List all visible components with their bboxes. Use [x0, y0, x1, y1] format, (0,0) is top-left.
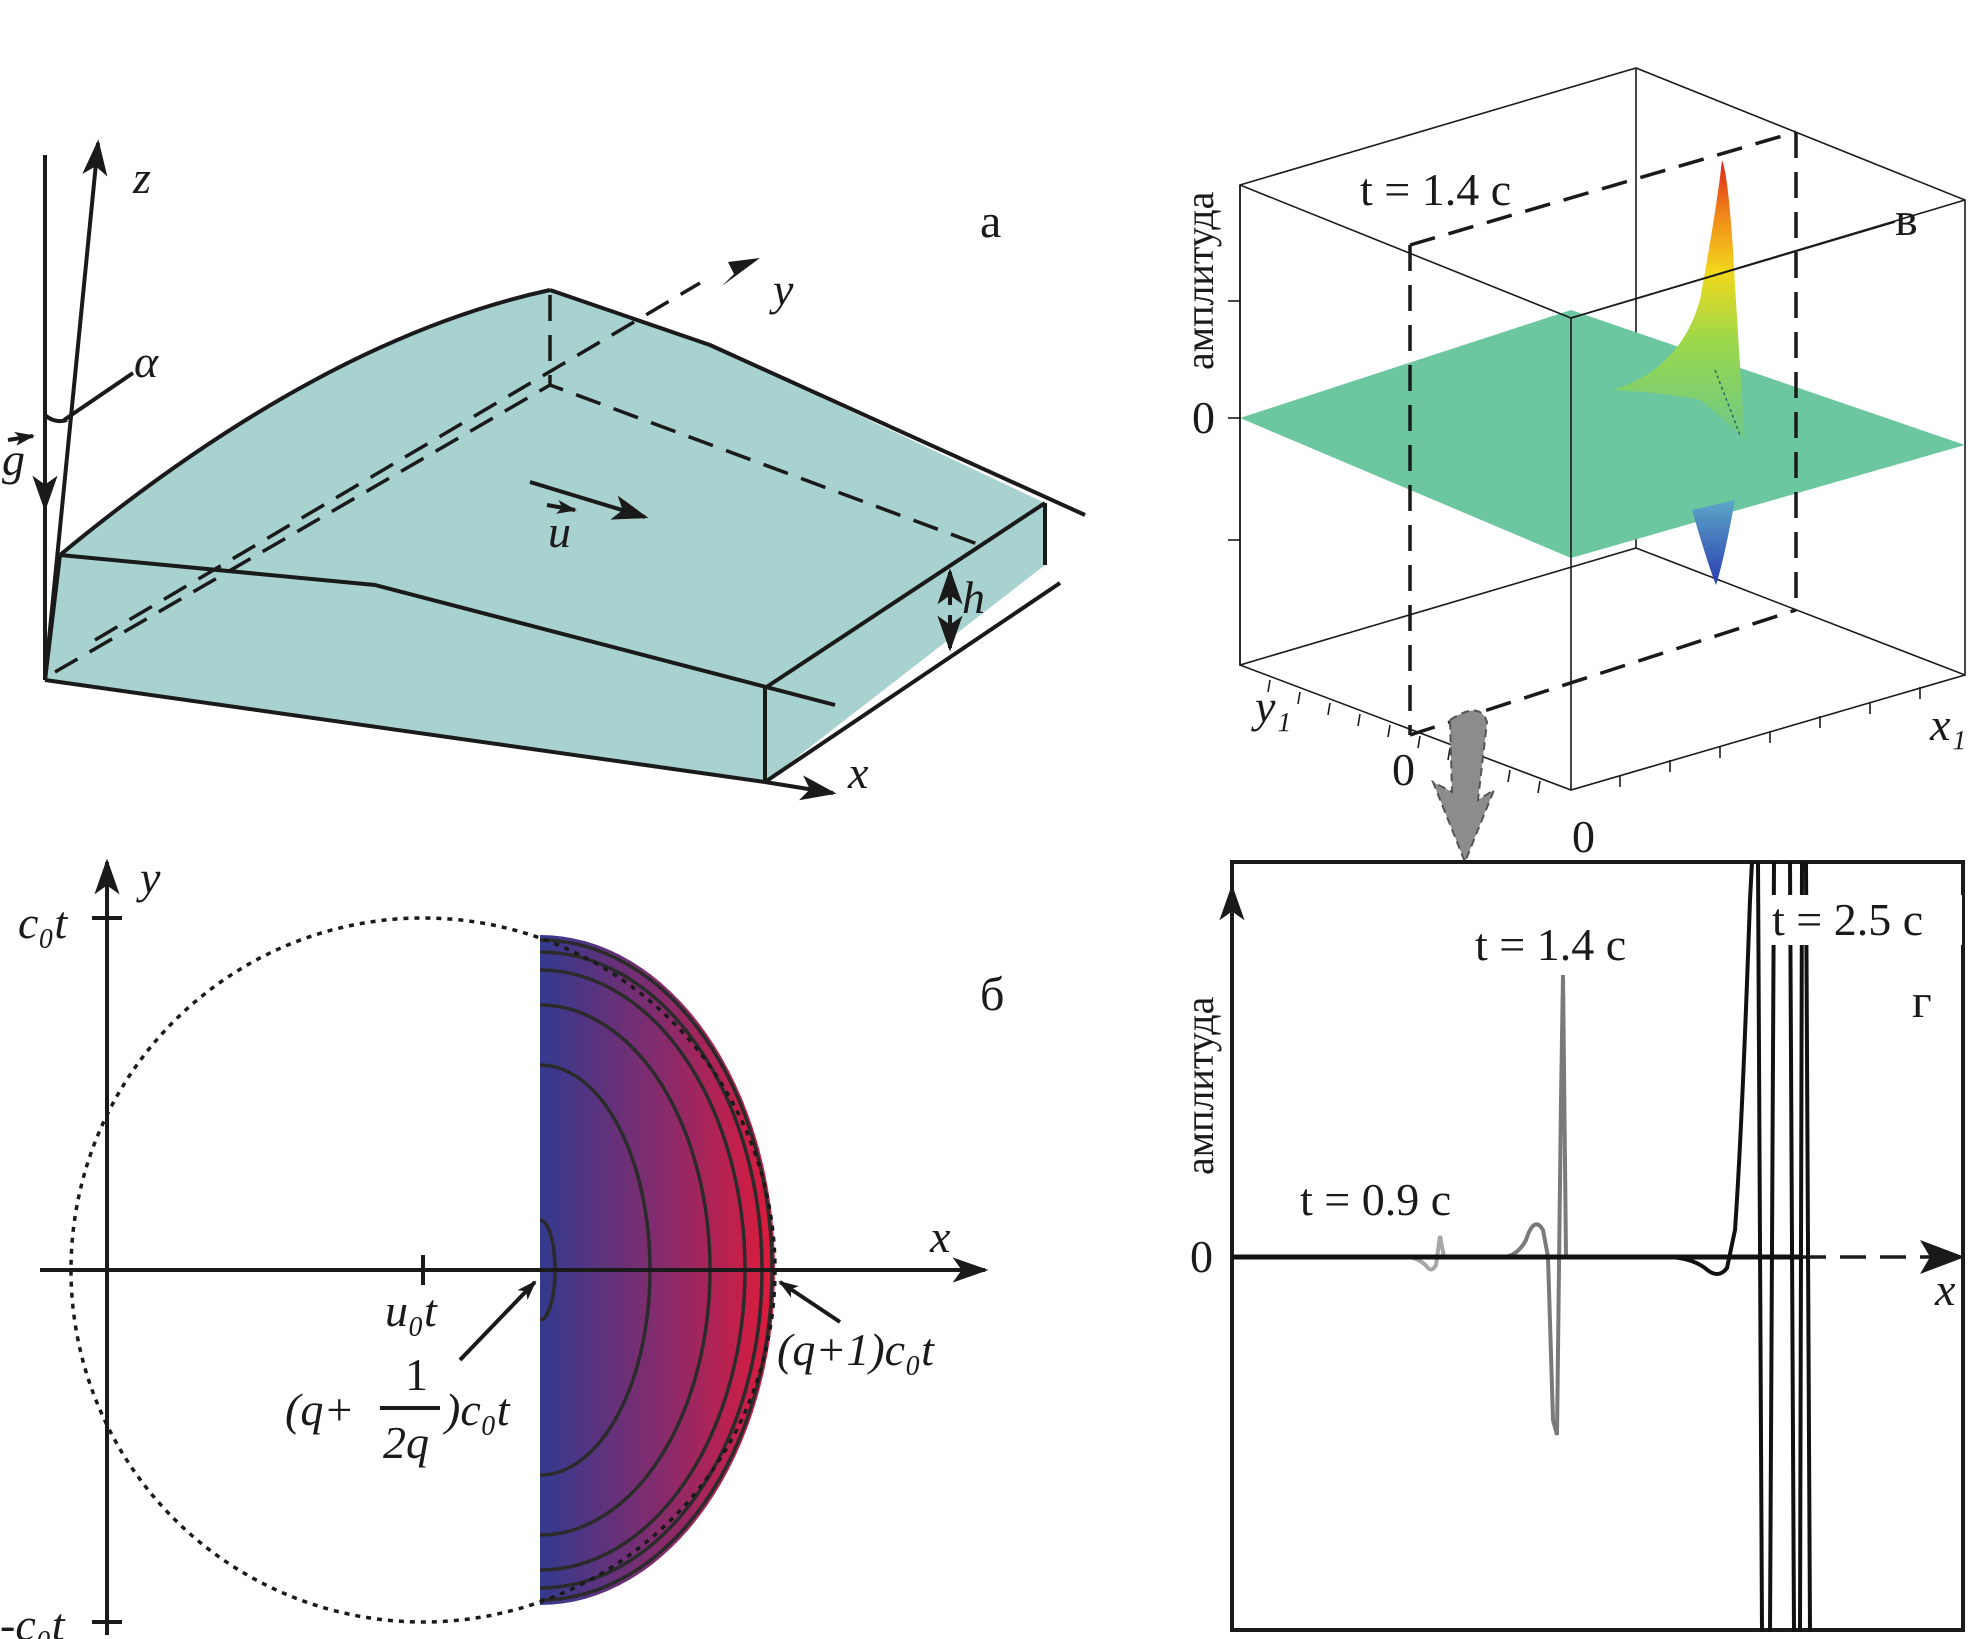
panel-g: амплитуда 0 x t = 0.9 c t = 1.4 c t = 2.… [1177, 860, 1965, 1633]
label-x: x [847, 747, 869, 798]
b-label-y: y [136, 852, 161, 903]
label-y: y [769, 264, 794, 315]
slab-front-top-edge [59, 553, 836, 707]
left-formula-denominator: 2q [383, 1417, 429, 1468]
g-frame [1230, 860, 1965, 1632]
panel-label-b: б [980, 968, 1004, 1021]
x-axis-arrow [764, 775, 837, 801]
panel-label-g: г [1912, 975, 1932, 1028]
label-u0t: u₀t [385, 1285, 438, 1336]
box-x-line [1570, 221, 1896, 319]
g-x-label: x [1934, 1264, 1956, 1315]
trough-surface [1692, 500, 1735, 585]
curve-t09 [1232, 1235, 1555, 1272]
panel-v: амплитуда t = 1.4 c 0 y₁ x₁ 0 0 в [1177, 67, 1966, 865]
label-t25: t = 2.5 c [1772, 894, 1923, 945]
v-x1: x₁ [1929, 699, 1966, 750]
u-vector-hat [546, 499, 577, 514]
y-arrow-head [722, 258, 760, 286]
peak-surface [1612, 160, 1745, 440]
v-zero-z: 0 [1192, 392, 1215, 443]
slab-top-curve [58, 288, 551, 557]
v-zero-x: 0 [1572, 811, 1595, 862]
z-axis [43, 139, 108, 681]
label-u: u [548, 506, 571, 557]
curve-t25 [1560, 861, 1754, 1276]
label-z: z [132, 152, 151, 203]
alpha-leader [62, 371, 135, 422]
g-x-arrow-head [1920, 1240, 1965, 1274]
v-zero-y: 0 [1392, 744, 1415, 795]
slab-back-edge [549, 288, 1086, 517]
u-arrow [529, 480, 649, 520]
slab-bottom-edge [44, 678, 766, 784]
panel-label-a: а [980, 195, 1001, 248]
left-formula-numerator: 1 [405, 1349, 428, 1400]
x-axis-ticks [1619, 687, 1921, 787]
g-zero: 0 [1190, 1231, 1213, 1282]
dashed-y-axis [94, 281, 701, 642]
label-c0t-top: c₀t [18, 897, 68, 948]
left-formula-prefix: (q+ [285, 1384, 354, 1435]
transition-arrow [1431, 709, 1497, 865]
box-front [1239, 184, 1966, 319]
v-ylabel: амплитуда [1177, 191, 1222, 370]
b-label-x: x [929, 1211, 951, 1262]
v-dashed-top [1409, 130, 1797, 247]
slab-front-face [45, 555, 765, 782]
label-c0t-bottom: -c₀t [0, 1599, 66, 1639]
panel-label-v: в [1895, 193, 1918, 246]
curve-t14 [1455, 974, 1670, 1436]
g-vector-hat [7, 431, 35, 446]
v-time-label: t = 1.4 c [1360, 164, 1511, 215]
t25-label-bg [1766, 895, 1962, 945]
leader-right-formula [778, 1280, 842, 1324]
g-ylabel: амплитуда [1177, 996, 1222, 1175]
curve-t25-verticals [1756, 861, 1812, 1633]
box-bottom-front [1239, 664, 1966, 791]
v-y1: y₁ [1251, 681, 1291, 732]
label-h: h [962, 572, 985, 623]
left-formula-suffix: )c₀t [442, 1384, 511, 1435]
leader-left-formula [458, 1280, 537, 1362]
label-alpha: α [134, 336, 159, 387]
panel-b: y x c₀t -c₀t u₀t (q+1)c₀t (q+ 1 2q )c₀t … [0, 852, 1004, 1639]
label-g: g [2, 434, 25, 485]
slab-right-top-edge [763, 501, 1047, 690]
slab-side-face [765, 503, 1045, 782]
label-t14: t = 1.4 c [1475, 919, 1626, 970]
panel-a: z y x α g u h а [2, 139, 1086, 801]
label-right-formula: (q+1)c₀t [777, 1324, 935, 1375]
green-plane [1240, 310, 1965, 558]
v-dashed-bottom [1409, 608, 1797, 737]
slab-right-bottom-edge [763, 581, 1062, 784]
label-t09: t = 0.9 c [1300, 1174, 1451, 1225]
